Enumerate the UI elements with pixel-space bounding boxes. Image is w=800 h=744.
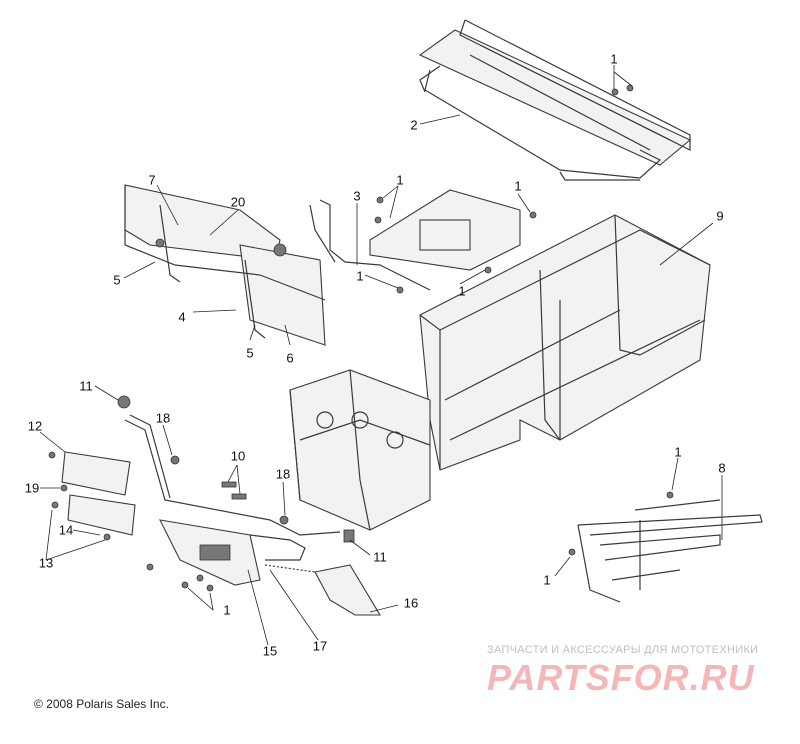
part-center-panel bbox=[309, 189, 521, 291]
callout-1h: 1 bbox=[223, 602, 231, 618]
leader-lines bbox=[39, 65, 723, 646]
callout-14: 14 bbox=[58, 522, 74, 538]
callout-13: 13 bbox=[38, 555, 54, 571]
part-skid-plate bbox=[264, 564, 381, 616]
callout-11b: 11 bbox=[373, 549, 387, 565]
hardware-fasteners bbox=[48, 84, 674, 592]
callout-17: 17 bbox=[312, 638, 328, 654]
part-main-frame bbox=[419, 214, 711, 471]
callout-6: 6 bbox=[286, 350, 294, 366]
callout-1e: 1 bbox=[458, 283, 466, 299]
callout-8: 8 bbox=[718, 460, 726, 476]
copyright-text: © 2008 Polaris Sales Inc. bbox=[34, 697, 169, 711]
callout-19: 19 bbox=[24, 480, 40, 496]
part-front-bumper bbox=[61, 414, 341, 586]
callout-1d: 1 bbox=[356, 268, 364, 284]
callout-1f: 1 bbox=[674, 444, 682, 460]
callout-16: 16 bbox=[403, 595, 419, 611]
callout-18b: 18 bbox=[275, 466, 291, 482]
callout-9: 9 bbox=[716, 208, 724, 224]
callout-2: 2 bbox=[410, 117, 418, 133]
callout-3: 3 bbox=[353, 188, 361, 204]
callout-5a: 5 bbox=[113, 272, 121, 288]
callout-4: 4 bbox=[178, 309, 186, 325]
watermark-logo: PARTSFOR.RU bbox=[487, 657, 755, 698]
callout-1c: 1 bbox=[514, 178, 522, 194]
part-front-frame-box bbox=[289, 369, 431, 531]
callout-5b: 5 bbox=[246, 345, 254, 361]
callout-1g: 1 bbox=[543, 572, 551, 588]
callout-15: 15 bbox=[262, 643, 278, 659]
callout-10: 10 bbox=[230, 448, 246, 464]
part-front-bulkhead bbox=[124, 184, 326, 346]
callout-12: 12 bbox=[27, 418, 43, 434]
callout-7: 7 bbox=[148, 172, 156, 188]
callout-1b: 1 bbox=[396, 172, 404, 188]
part-rear-rack bbox=[418, 19, 692, 181]
callout-18a: 18 bbox=[155, 410, 171, 426]
callout-11a: 11 bbox=[79, 378, 93, 394]
callout-1a: 1 bbox=[610, 51, 618, 67]
callout-20: 20 bbox=[230, 194, 246, 210]
watermark-subtitle: ЗАПЧАСТИ И АКСЕССУАРЫ ДЛЯ МОТОТЕХНИКИ bbox=[487, 644, 759, 656]
part-rear-extension bbox=[577, 499, 763, 603]
